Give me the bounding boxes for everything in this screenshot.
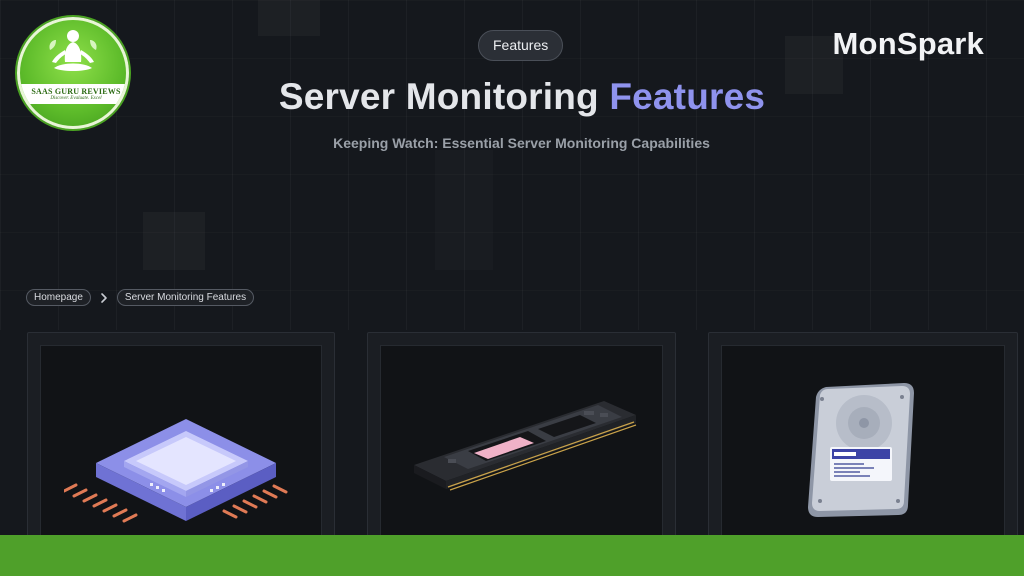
page-title: Server Monitoring Features (0, 76, 1024, 118)
page-title-main: Server Monitoring (278, 76, 610, 117)
background-tile (435, 150, 493, 270)
ram-module-icon (414, 401, 637, 491)
logo-tagline: Discover. Evaluate. Excel (50, 96, 102, 101)
breadcrumb-current[interactable]: Server Monitoring Features (116, 289, 255, 306)
brand-name[interactable]: MonSpark (832, 26, 984, 61)
feature-card-ram[interactable] (367, 332, 676, 562)
feature-card-hdd[interactable] (708, 332, 1018, 562)
footer-bar (0, 535, 1024, 576)
page-title-accent: Features (609, 76, 766, 117)
page-subtitle: Keeping Watch: Essential Server Monitori… (333, 135, 710, 151)
breadcrumb: Homepage Server Monitoring Features (26, 289, 255, 306)
saas-guru-logo: SAAS GURU REVIEWS Discover. Evaluate. Ex… (17, 17, 129, 129)
breadcrumb-homepage[interactable]: Homepage (26, 289, 91, 306)
logo-band: SAAS GURU REVIEWS Discover. Evaluate. Ex… (20, 84, 126, 104)
logo-title: SAAS GURU REVIEWS (31, 87, 121, 96)
background-tile (258, 0, 320, 36)
hard-drive-icon (808, 383, 914, 517)
background-tile (143, 212, 205, 270)
chevron-right-icon (101, 292, 107, 303)
feature-card-cpu[interactable] (27, 332, 335, 562)
cpu-chip-icon (64, 419, 288, 523)
features-pill: Features (478, 30, 564, 61)
meditation-figure-icon (49, 30, 97, 71)
